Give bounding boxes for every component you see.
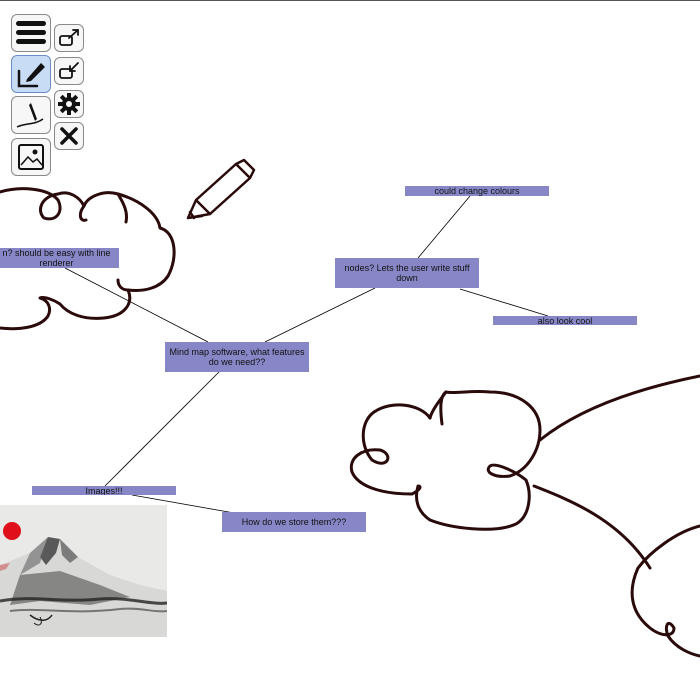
pencil-icon	[17, 63, 45, 88]
image-icon	[18, 144, 44, 170]
pen-stroke-icon	[16, 103, 44, 128]
connector-central-images	[104, 370, 221, 487]
connector-images-store	[131, 494, 241, 515]
node-store[interactable]: How do we store them???	[222, 512, 366, 532]
connector-central-lines	[64, 267, 209, 343]
ink-cloud-right-inner	[428, 390, 448, 420]
connector-central-nodes	[264, 287, 376, 343]
node-images[interactable]: Images!!!	[32, 486, 176, 495]
node-lines[interactable]: n? should be easy with line renderer	[0, 248, 119, 268]
ink-curve-right	[538, 374, 700, 442]
window-top-border	[0, 0, 700, 1]
image-tool-button[interactable]	[11, 138, 51, 176]
settings-button[interactable]	[54, 90, 84, 118]
ink-cloud-left	[0, 187, 176, 331]
pen-tool-button[interactable]	[11, 96, 51, 134]
ink-cloud-left-inner2	[116, 278, 130, 292]
ink-cloud-right	[349, 389, 542, 531]
ink-pencil-doodle	[186, 158, 256, 220]
close-icon	[60, 127, 78, 145]
ink-cloud-lower-right	[532, 484, 700, 658]
connector-nodes-colours	[417, 195, 471, 259]
gear-icon	[58, 93, 80, 115]
connector-lines	[64, 195, 549, 515]
ink-cloud-left-bump	[78, 204, 88, 222]
mountain-photo[interactable]	[0, 505, 167, 637]
node-colours[interactable]: could change colours	[405, 186, 549, 196]
menu-button[interactable]	[11, 14, 51, 52]
node-nodes[interactable]: nodes? Lets the user write stuff down	[335, 258, 479, 288]
ink-cloud-left-inner	[116, 192, 128, 224]
import-button[interactable]	[54, 57, 84, 85]
node-cool[interactable]: also look cool	[493, 316, 637, 325]
mountain-photo-icon	[0, 505, 167, 637]
node-central[interactable]: Mind map software, what features do we n…	[165, 342, 309, 372]
ink-strokes	[0, 158, 700, 658]
node-lines-label: n? should be easy with line renderer	[2, 248, 111, 268]
hamburger-menu-icon	[16, 21, 46, 44]
connector-nodes-cool	[459, 288, 549, 317]
draw-tool-button[interactable]	[11, 55, 51, 93]
export-button[interactable]	[54, 24, 84, 52]
close-button[interactable]	[54, 122, 84, 150]
import-icon	[59, 62, 79, 79]
export-icon	[59, 29, 79, 46]
